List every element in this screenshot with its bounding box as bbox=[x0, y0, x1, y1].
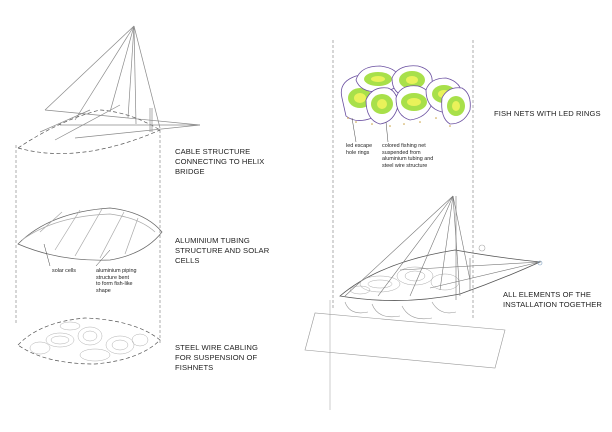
assembled-installation-drawing bbox=[304, 195, 543, 410]
steel-wire-drawing bbox=[17, 317, 161, 365]
note-colored-net: colored fishing net suspended from alumi… bbox=[382, 143, 434, 169]
cable-structure-drawing bbox=[17, 25, 201, 154]
left-guide-lines bbox=[15, 130, 161, 345]
label-cable-structure: CABLE STRUCTURE CONNECTING TO HELIX BRID… bbox=[175, 147, 265, 176]
note-aluminium-piping: aluminium piping structure bent to form … bbox=[96, 268, 137, 294]
fish-nets-drawing bbox=[340, 65, 471, 143]
net-pod bbox=[355, 65, 401, 93]
label-all-elements: ALL ELEMENTS OF THE INSTALLATION TOGETHE… bbox=[503, 290, 603, 309]
note-led-escape: led escape hole rings bbox=[346, 143, 373, 156]
aluminium-tubing-drawing bbox=[17, 207, 163, 267]
net-pod bbox=[365, 87, 399, 125]
label-aluminium-tubing: ALUMINIUM TUBING STRUCTURE AND SOLAR CEL… bbox=[175, 236, 270, 265]
net-pod bbox=[395, 85, 433, 121]
net-pod bbox=[441, 87, 471, 125]
label-fish-nets: FISH NETS WITH LED RINGS bbox=[494, 109, 601, 118]
right-guide-lines bbox=[332, 40, 474, 320]
led-dots bbox=[347, 117, 451, 127]
label-steel-wire: STEEL WIRE CABLING FOR SUSPENSION OF FIS… bbox=[175, 343, 258, 372]
note-solar-cells: solar cells bbox=[52, 268, 76, 274]
